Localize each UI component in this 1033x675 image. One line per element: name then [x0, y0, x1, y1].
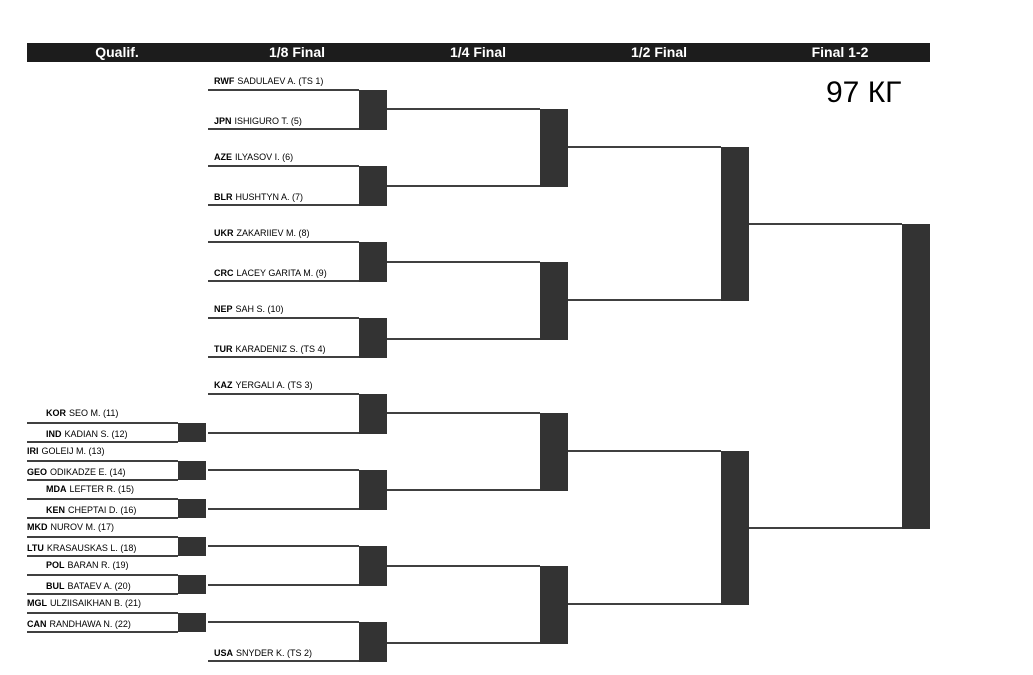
match-box — [359, 622, 387, 662]
match-box — [359, 90, 387, 130]
match-box — [178, 575, 206, 594]
match-box — [359, 166, 387, 206]
match-box — [178, 613, 206, 632]
rounds-header: Qualif. 1/8 Final 1/4 Final 1/2 Final Fi… — [27, 43, 930, 62]
match-box — [721, 451, 749, 605]
round-header-quarter-final: 1/4 Final — [449, 44, 507, 60]
weight-class-title: 97 КГ — [826, 76, 902, 109]
match-box — [721, 147, 749, 301]
round-header-final: Final 1-2 — [811, 44, 869, 60]
match-box — [540, 413, 568, 491]
round-header-semi-final: 1/2 Final — [630, 44, 688, 60]
match-box — [359, 546, 387, 586]
match-box — [178, 537, 206, 556]
match-box — [178, 461, 206, 480]
round-header-eighth-final: 1/8 Final — [268, 44, 326, 60]
match-box — [540, 262, 568, 340]
match-box — [359, 318, 387, 358]
match-box — [359, 470, 387, 510]
round-header-qualif: Qualif. — [95, 44, 139, 60]
match-box — [178, 423, 206, 442]
match-box — [178, 499, 206, 518]
match-box — [359, 394, 387, 434]
match-box — [902, 224, 930, 529]
match-box — [359, 242, 387, 282]
match-box — [540, 566, 568, 644]
match-box — [540, 109, 568, 187]
